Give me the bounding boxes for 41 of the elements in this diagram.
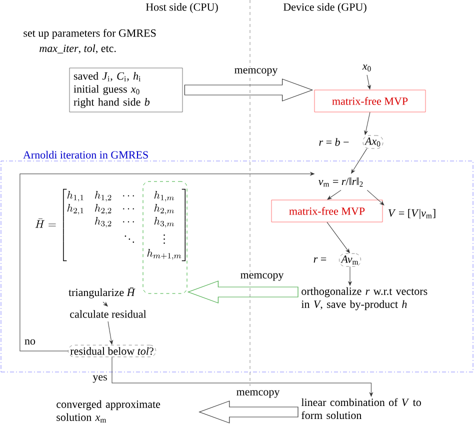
arrow	[326, 222, 350, 254]
edge-label: yes	[92, 375, 107, 383]
equation-text: V = [V|v$_{m}$]	[388, 209, 436, 219]
arrow	[102, 302, 108, 306]
edge-label: no	[24, 339, 36, 345]
result-text: converged approximate solution x$_{m}$	[56, 400, 160, 422]
text-label: set up parameters for GMRES	[24, 28, 156, 40]
arrow	[20, 172, 314, 352]
arrow	[366, 74, 371, 90]
text-label: Device side (GPU)	[283, 3, 366, 13]
arrow	[351, 148, 368, 174]
edge-label: memcopy	[240, 273, 284, 281]
vector-label: x$_{0}$	[362, 64, 371, 72]
block-arrow	[184, 78, 314, 102]
arrow	[364, 112, 370, 135]
arrow	[112, 356, 373, 397]
matrix-formula: $\bar{H} = \begin{bmatrix} h_{1,1} & h_{1,2} & \cdots & h_{1,m} \\ h_{2,1} & h_{2,2} & \cdots & h_{2,m} \\ & h_{3,2} & \cdots & h_{3,m} \\ & & \ddots & \vdots \\ & & & h_{m+1,m} \end{bmatrix}$	[35, 188, 186, 262]
edge-label: memcopy	[236, 390, 280, 398]
dashed-term: Av$_{m}$	[339, 253, 361, 267]
block-arrow	[187, 280, 298, 304]
equation-text: r = b −	[319, 138, 349, 146]
arrow	[108, 321, 113, 344]
equation-text: v$_{m}$ = r/‖r‖$_{2}$	[318, 177, 363, 187]
text-label: Host side (CPU)	[146, 3, 218, 13]
parameter-box: saved J$_{i}$, C$_{i}$, h$_{i}$ initial guess x$_{0}$ right hand side b	[69, 68, 183, 112]
arrow	[327, 190, 342, 200]
dashed-term: Ax$_{0}$	[362, 135, 384, 149]
decision-box: residual below tol?	[68, 344, 156, 358]
block-arrow	[198, 400, 298, 424]
process-box: matrix-free MVP	[314, 90, 426, 112]
arrow	[348, 266, 352, 286]
process-box: matrix-free MVP	[271, 200, 383, 222]
arrow	[366, 190, 384, 206]
step-text: linear combination of V to form solution	[301, 398, 421, 420]
step-text: orthogonalize r w.r.t vectors in V, save by-product h	[301, 287, 428, 310]
equation-text: r =	[314, 257, 326, 263]
edge-label: memcopy	[234, 68, 278, 76]
step-text: calculate residual	[70, 310, 146, 318]
step-text: triangularize H̄	[68, 288, 136, 298]
node-label: Arnoldi iteration in GMRES	[23, 150, 148, 159]
text-label: max_iter, tol, etc.	[40, 44, 116, 54]
